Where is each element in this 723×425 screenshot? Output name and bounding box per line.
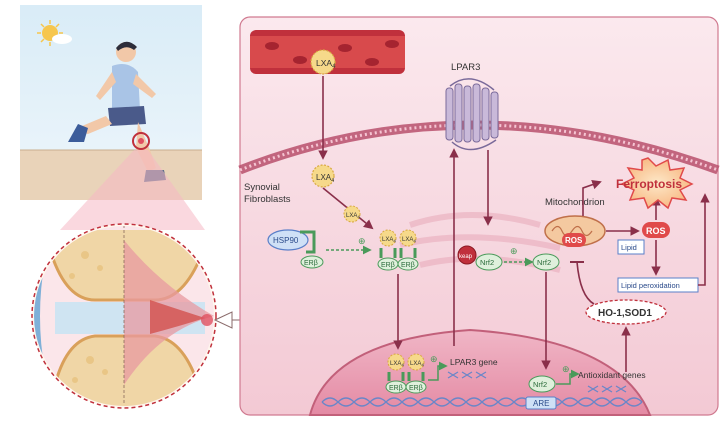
erb-receptor-free: ERβ — [300, 230, 324, 269]
svg-text:ERβ: ERβ — [381, 262, 395, 269]
svg-text:ROS: ROS — [646, 226, 666, 236]
svg-text:ERβ: ERβ — [409, 385, 423, 392]
svg-text:ARE: ARE — [533, 399, 549, 408]
svg-text:ERβ: ERβ — [401, 262, 415, 269]
svg-text:LXA4: LXA4 — [316, 58, 336, 70]
nrf2-free: Nrf2 — [532, 253, 560, 271]
erb-dimer-cytoplasm: LXA4 LXA4 ERβ ERβ — [377, 229, 419, 271]
lxa4-membrane: LXA4 — [311, 164, 335, 188]
svg-text:ERβ: ERβ — [304, 260, 318, 267]
svg-text:Nrf2: Nrf2 — [537, 258, 551, 267]
svg-text:LXA4: LXA4 — [382, 237, 396, 244]
svg-text:LXA4: LXA4 — [402, 237, 416, 244]
svg-text:HSP90: HSP90 — [273, 236, 299, 245]
svg-text:LXA4: LXA4 — [316, 173, 334, 184]
dna-helix-icon — [321, 371, 643, 407]
svg-text:LXA4: LXA4 — [410, 361, 424, 368]
svg-text:Lipid peroxidation: Lipid peroxidation — [621, 281, 680, 290]
svg-text:⊕: ⊕ — [430, 354, 438, 364]
runner-scene — [20, 5, 205, 230]
antioxidant-genes-label: Antioxidant genes — [578, 370, 646, 380]
erb-dimer-nucleus: LXA4 LXA4 ERβ ERβ — [385, 353, 427, 394]
svg-text:LXA4: LXA4 — [390, 361, 404, 368]
receptor-icon — [445, 78, 499, 151]
svg-text:Nrf2: Nrf2 — [480, 258, 494, 267]
lxa4-small: LXA4 — [343, 205, 361, 223]
lipid-peroxidation-node: Lipid peroxidation — [617, 277, 699, 293]
svg-text:Nrf2: Nrf2 — [533, 380, 547, 389]
svg-text:ERβ: ERβ — [389, 385, 403, 392]
svg-text:ROS: ROS — [565, 236, 583, 245]
nucleus — [308, 328, 652, 416]
mitochondrion-label: Mitochondrion — [545, 197, 605, 208]
svg-text:⊕: ⊕ — [562, 364, 570, 374]
svg-text:⊕: ⊕ — [358, 236, 366, 246]
cell-panel — [238, 16, 720, 416]
nrf2-are-complex: Nrf2 ARE — [525, 375, 557, 410]
svg-text:keap: keap — [459, 254, 473, 260]
ferroptosis-burst: Ferroptosis — [616, 157, 694, 210]
mitochondrion-icon: ROS — [544, 215, 606, 247]
hsp90-protein: HSP90 — [267, 229, 309, 251]
zoom-connector — [213, 311, 240, 329]
lpar3-label: LPAR3 — [451, 62, 480, 73]
ros-node: ROS — [642, 222, 670, 238]
lxa4-blood: LXA4 — [310, 49, 336, 75]
sun-icon — [37, 20, 72, 46]
svg-text:⊕: ⊕ — [510, 246, 518, 256]
lpar3-gene-label: LPAR3 gene — [450, 357, 498, 367]
knee-joint-illustration — [31, 223, 217, 409]
keap-nrf2-complex: keap Nrf2 — [457, 245, 503, 271]
svg-text:HO-1,SOD1: HO-1,SOD1 — [598, 308, 652, 319]
lipid-node: Lipid — [617, 239, 645, 255]
synovial-fibroblasts-label: Synovial Fibroblasts — [244, 182, 291, 205]
svg-text:LXA4: LXA4 — [346, 213, 360, 220]
ho1-sod1-node: HO-1,SOD1 — [585, 299, 667, 325]
svg-text:Ferroptosis: Ferroptosis — [616, 177, 682, 191]
svg-text:Lipid: Lipid — [621, 243, 637, 252]
